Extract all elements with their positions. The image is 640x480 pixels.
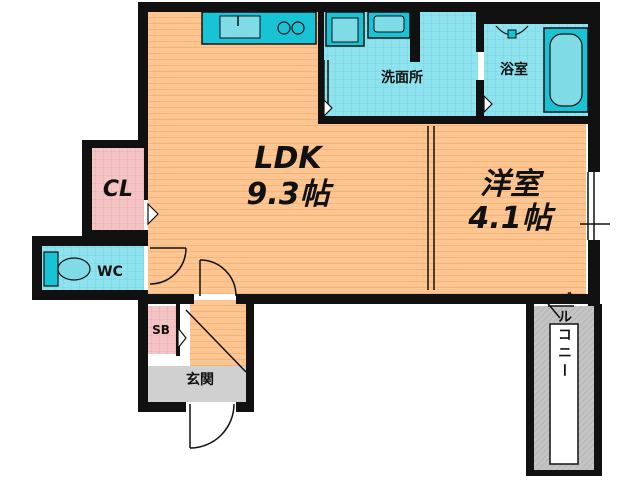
western-room-floor xyxy=(432,124,586,294)
balcony-label: バルコニー xyxy=(556,291,572,381)
bath-sink xyxy=(495,25,529,39)
bathtub xyxy=(543,27,589,113)
entrance-label: 玄関 xyxy=(186,371,214,388)
hall-floor xyxy=(190,300,246,366)
toilet-label: WC xyxy=(97,264,123,280)
door-arrows xyxy=(147,94,493,350)
laundry-pan xyxy=(325,11,365,47)
closet-floor xyxy=(92,148,144,230)
ldk-label: LDK xyxy=(254,141,324,176)
entrance-floor xyxy=(146,366,246,402)
closet-label: CL xyxy=(103,177,133,202)
toilet xyxy=(43,251,91,287)
kitchen-counter xyxy=(201,11,317,45)
ldk-size-label: 9.3帖 xyxy=(246,177,334,212)
bath-label: 浴室 xyxy=(500,61,528,78)
shoe-box-label: SB xyxy=(152,323,170,337)
wash-basin xyxy=(367,11,411,39)
walls xyxy=(32,2,602,476)
balcony-label-box: バルコニー xyxy=(549,291,579,465)
washroom-label: 洗面所 xyxy=(381,69,423,86)
shoe-box-floor xyxy=(146,306,176,354)
western-room-label: 洋室 xyxy=(480,167,545,202)
western-room-size-label: 4.1帖 xyxy=(467,201,556,236)
doors xyxy=(149,60,610,449)
